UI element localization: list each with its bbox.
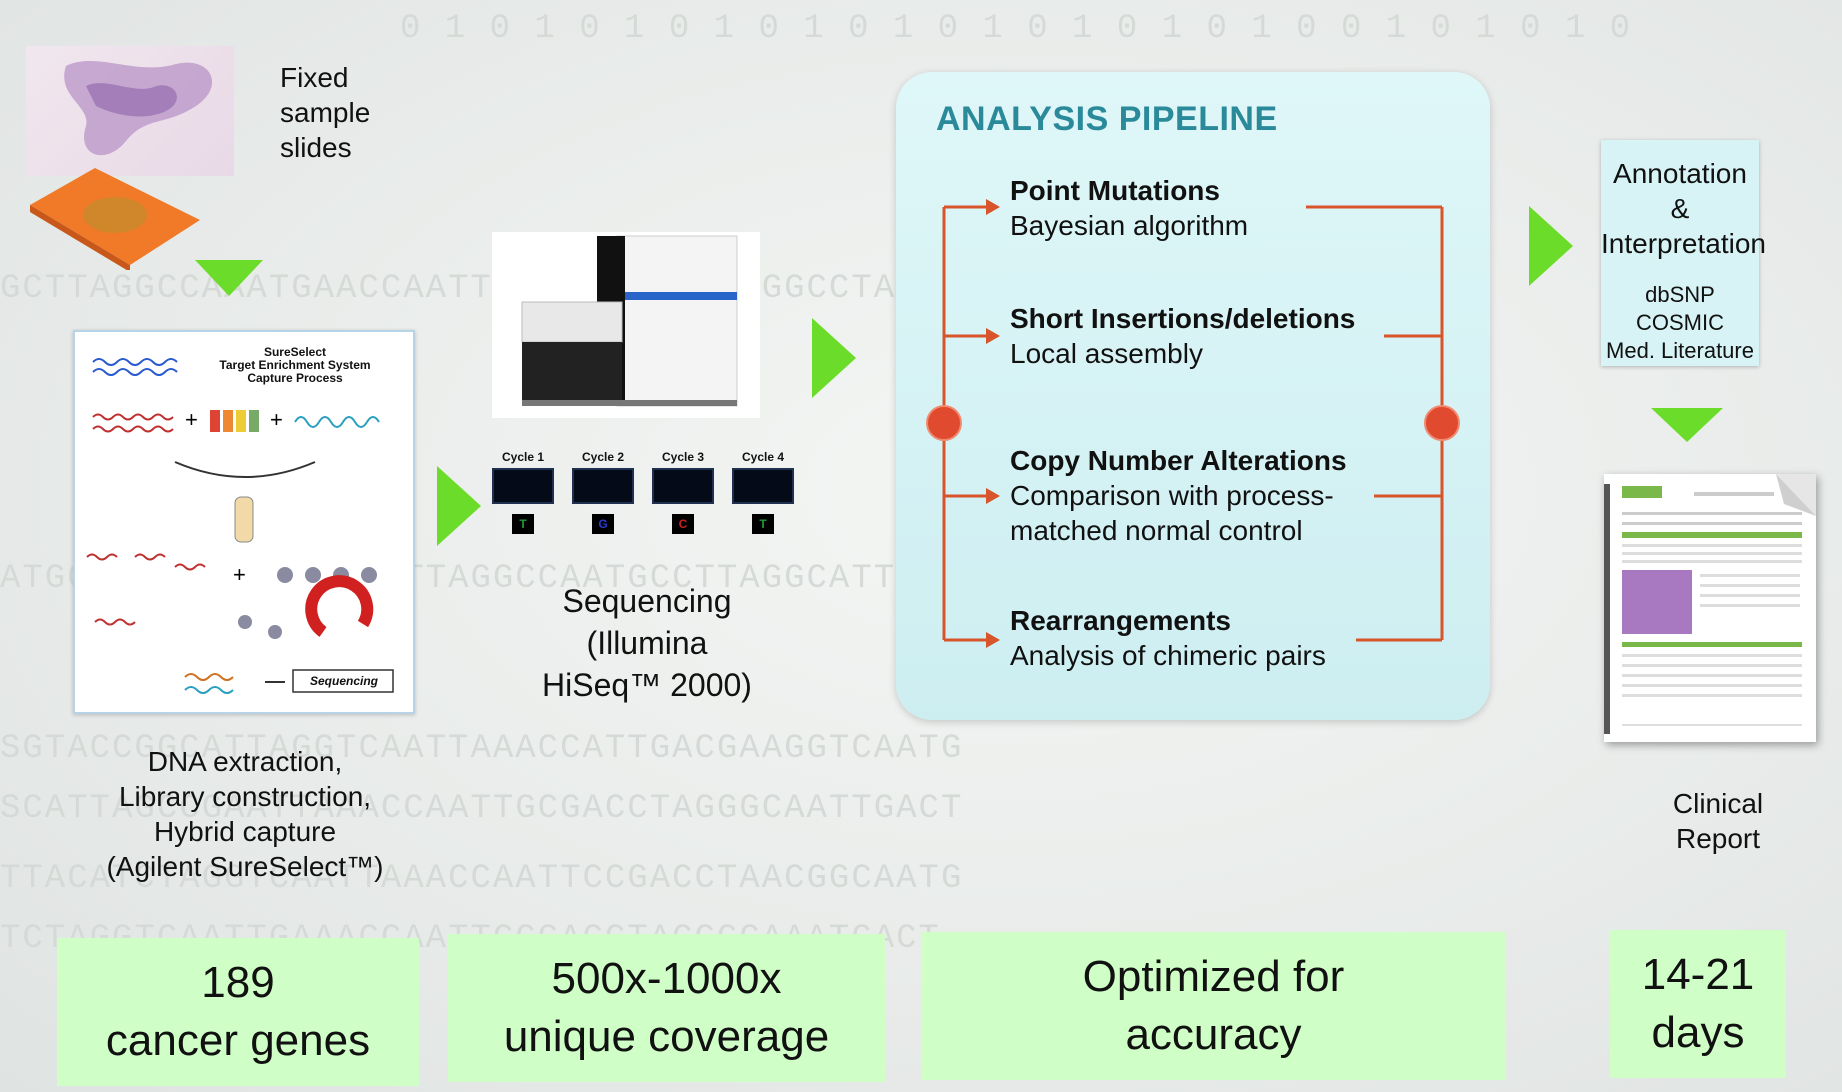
annotation-title: Annotation & Interpretation (1601, 158, 1766, 259)
database-literature: Med. Literature (1606, 338, 1754, 363)
background-sequence-text: TTACATCTAGGTCAATTAAACCAATTCCGACCTAACGGCA… (0, 860, 964, 898)
tissue-slide-image (26, 46, 234, 176)
sureselect-figure-title: SureSelect Target Enrichment System Capt… (219, 345, 371, 385)
pipeline-item-head: Point Mutations (1010, 175, 1220, 206)
pipeline-item-copy-number: Copy Number Alterations Comparison with … (1010, 444, 1347, 548)
sequencer-image (492, 232, 760, 418)
clinical-report-image (1604, 474, 1816, 742)
svg-text:+: + (270, 407, 283, 432)
cycle-label: Cycle 1 (501, 450, 545, 464)
database-cosmic: COSMIC (1636, 310, 1724, 335)
cycle-image (572, 468, 634, 504)
pipeline-item-head: Copy Number Alterations (1010, 445, 1347, 476)
metric-turnaround: 14-21 days (1610, 930, 1786, 1078)
cycle-image (652, 468, 714, 504)
pipeline-title: ANALYSIS PIPELINE (936, 100, 1278, 138)
pipeline-item-sub: Local assembly (1010, 338, 1203, 369)
annotation-databases: dbSNP COSMIC Med. Literature (1601, 281, 1759, 365)
orange-slide-image (20, 160, 210, 275)
cycle-base: T (752, 514, 774, 534)
pipeline-item-sub: Bayesian algorithm (1010, 210, 1249, 241)
cycle-label: Cycle 3 (661, 450, 705, 464)
pipeline-item-head: Short Insertions/deletions (1010, 303, 1356, 334)
right-arrow-icon (812, 318, 856, 398)
right-arrow-icon (437, 466, 481, 546)
sequencing-cycles: Cycle 1 T Cycle 2 G Cycle 3 C Cycle 4 T (488, 450, 808, 550)
down-arrow-icon (195, 260, 263, 296)
cycle-image (732, 468, 794, 504)
report-document-graphic (1604, 474, 1816, 734)
database-dbsnp: dbSNP (1645, 282, 1715, 307)
cycle-image (492, 468, 554, 504)
orange-slide-graphic (30, 168, 200, 272)
metric-accuracy: Optimized for accuracy (921, 932, 1506, 1080)
down-arrow-icon (1651, 408, 1723, 442)
background-sequence-text: SCATTAGCCGAATTAAACCAATTGCGACCTAGGGCAATTG… (0, 790, 964, 828)
sureselect-figure: SureSelect Target Enrichment System Capt… (73, 330, 415, 714)
report-caption: Clinical Report (1672, 788, 1764, 854)
sequencing-tag: Sequencing (309, 674, 378, 688)
cycle-base: T (512, 514, 534, 534)
cycle-1: Cycle 1 T (488, 450, 558, 534)
tissue-stain-graphic (64, 61, 213, 156)
annotation-box: Annotation & Interpretation dbSNP COSMIC… (1601, 140, 1766, 366)
cycle-4: Cycle 4 T (728, 450, 798, 534)
analysis-pipeline-panel: ANALYSIS PIPELINE Point Mutations Bayesi… (896, 72, 1490, 720)
cycle-label: Cycle 2 (581, 450, 625, 464)
library-caption: DNA extraction, Library construction, Hy… (106, 746, 384, 882)
pipeline-item-sub: Analysis of chimeric pairs (1010, 640, 1326, 671)
cycle-3: Cycle 3 C (648, 450, 718, 534)
hiseq-machine-graphic (521, 235, 738, 407)
metric-genes: 189 cancer genes (57, 938, 419, 1086)
pipeline-item-point-mutations: Point Mutations Bayesian algorithm (1010, 174, 1248, 243)
cycle-label: Cycle 4 (741, 450, 785, 464)
cycle-2: Cycle 2 G (568, 450, 638, 534)
capture-process-graphic: + + + (86, 358, 394, 694)
background-binary-text: 0 1 0 1 0 1 0 1 0 1 0 1 0 1 0 1 0 1 0 1 … (400, 10, 1633, 48)
svg-text:+: + (233, 562, 246, 587)
svg-text:+: + (185, 407, 198, 432)
background-sequence-text: GCTTAGGCCAAATGAACCAATTCGACCGGCATTAGGCCTA… (0, 270, 964, 308)
pipeline-item-indels: Short Insertions/deletions Local assembl… (1010, 302, 1355, 371)
cycle-base: C (672, 514, 694, 534)
pipeline-item-rearrangements: Rearrangements Analysis of chimeric pair… (1010, 604, 1326, 673)
sequencing-caption: Sequencing (Illumina HiSeq™ 2000) (542, 583, 752, 703)
pipeline-connectors (926, 199, 1460, 648)
cycle-base: G (592, 514, 614, 534)
metric-coverage: 500x-1000x unique coverage (448, 934, 885, 1082)
pipeline-item-sub: Comparison with process- matched normal … (1010, 480, 1334, 546)
right-arrow-icon (1529, 206, 1573, 286)
sample-label: Fixed sample slides (280, 62, 371, 163)
background-sequence-text: SGTACCGGCATTAGGTCAATTAAACCATTGACGAAGGTCA… (0, 730, 964, 768)
pipeline-item-head: Rearrangements (1010, 605, 1231, 636)
